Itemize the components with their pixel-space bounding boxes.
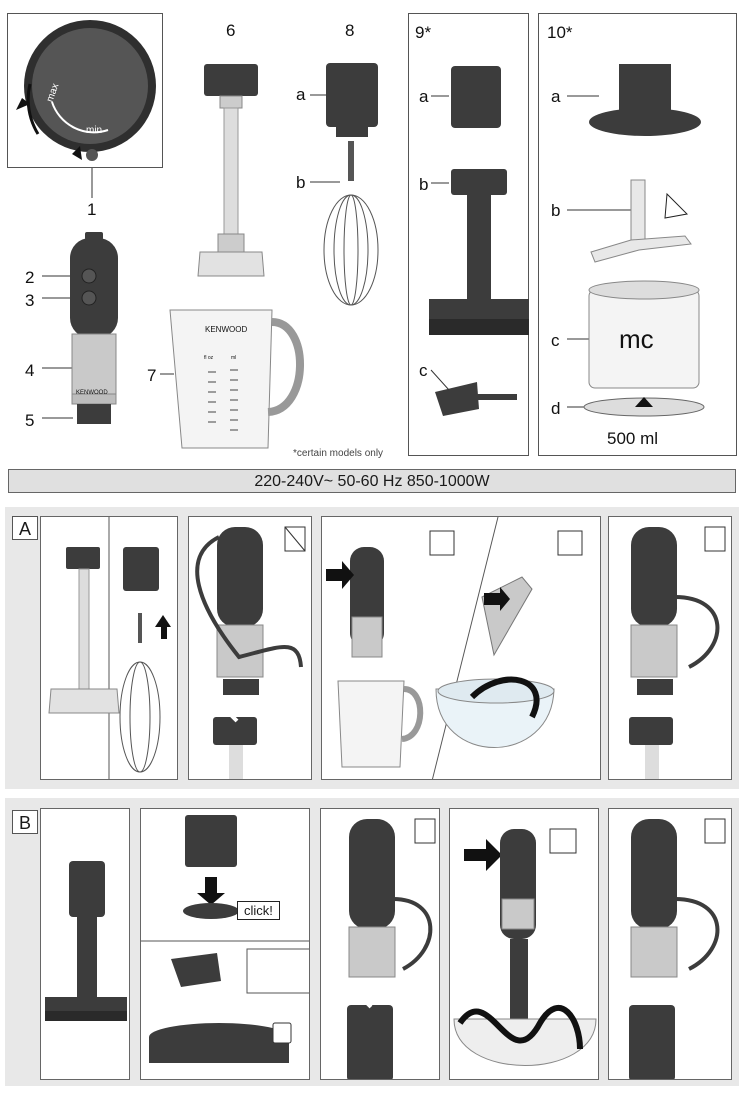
- section-a-tag: A: [12, 516, 38, 540]
- part-10b-letter: b: [551, 201, 561, 220]
- part-9a-letter: a: [419, 87, 429, 106]
- section-a-step2-panel: [188, 516, 312, 780]
- section-b-step2-panel: click!: [140, 808, 310, 1080]
- min-label: min: [86, 125, 103, 136]
- b2-masher-assembly-click: [141, 815, 309, 1063]
- part-10d-letter: d: [551, 399, 561, 418]
- part-8b-letter: b: [296, 173, 306, 192]
- chopper-illustration: [567, 64, 705, 417]
- a2-attach-whisk-unit: [195, 526, 306, 779]
- jug-unit-floz: fl oz: [204, 355, 214, 361]
- part-number-8: 8: [345, 21, 355, 40]
- part-10c-letter: c: [551, 331, 560, 350]
- a1-blender-and-whisk: [48, 517, 171, 779]
- callout-leader-line: [91, 168, 93, 198]
- part-9b-letter: b: [419, 175, 429, 194]
- part-10-box: 10* a b c d mc 500 ml: [538, 13, 737, 456]
- measuring-jug-illustration: [160, 309, 304, 449]
- voltage-rating-bar: 220-240V~ 50-60 Hz 850-1000W: [8, 469, 736, 493]
- part-number-3: 3: [25, 291, 35, 310]
- part-number-9: 9*: [415, 23, 432, 42]
- masher-illustration: [429, 66, 529, 416]
- a3-whisking-in-jug-and-bowl: [326, 517, 583, 779]
- b3-attach-masher-unit: [347, 818, 436, 1079]
- part-number-7: 7: [147, 366, 157, 385]
- part-number-5: 5: [25, 411, 35, 430]
- jug-unit-ml: ml: [231, 355, 237, 361]
- part-9-box: 9* a b c: [408, 13, 529, 456]
- section-b-step5-panel: [608, 808, 732, 1080]
- b5-detach-masher-unit: [629, 818, 726, 1079]
- part-number-2: 2: [25, 268, 35, 287]
- blender-leg-illustration: [197, 64, 265, 277]
- chopper-capacity: 500 ml: [607, 429, 659, 448]
- section-a-step3-panel: [321, 516, 601, 780]
- b4-mashing-in-bowl: [453, 828, 597, 1066]
- motor-unit-illustration: [42, 232, 118, 424]
- section-b-step3-panel: [320, 808, 440, 1080]
- section-a-step1-panel: [40, 516, 178, 780]
- section-b-step4-panel: [449, 808, 599, 1080]
- motor-brand-text: KENWOOD: [76, 390, 108, 396]
- a4-detach-whisk-unit: [629, 526, 726, 779]
- part-number-4: 4: [25, 361, 35, 380]
- part-8a-letter: a: [296, 85, 306, 104]
- jug-brand-text: KENWOOD: [205, 325, 248, 334]
- section-b-tag: B: [12, 810, 38, 834]
- part-10a-letter: a: [551, 87, 561, 106]
- speed-dial-illustration: [16, 20, 156, 161]
- part-number-1: 1: [87, 200, 97, 219]
- section-b-step1-panel: [40, 808, 130, 1080]
- b1-masher-assembled: [45, 861, 127, 1021]
- part-number-10: 10*: [547, 23, 573, 42]
- chopper-mc-label: mc: [619, 324, 654, 354]
- section-a-step4-panel: [608, 516, 732, 780]
- whisk-illustration: [310, 63, 379, 306]
- speed-dial-callout: max min: [7, 13, 163, 168]
- part-number-6: 6: [226, 21, 236, 40]
- part-9c-letter: c: [419, 361, 428, 380]
- click-callout: click!: [237, 901, 280, 920]
- footnote-certain-models: *certain models only: [293, 448, 384, 459]
